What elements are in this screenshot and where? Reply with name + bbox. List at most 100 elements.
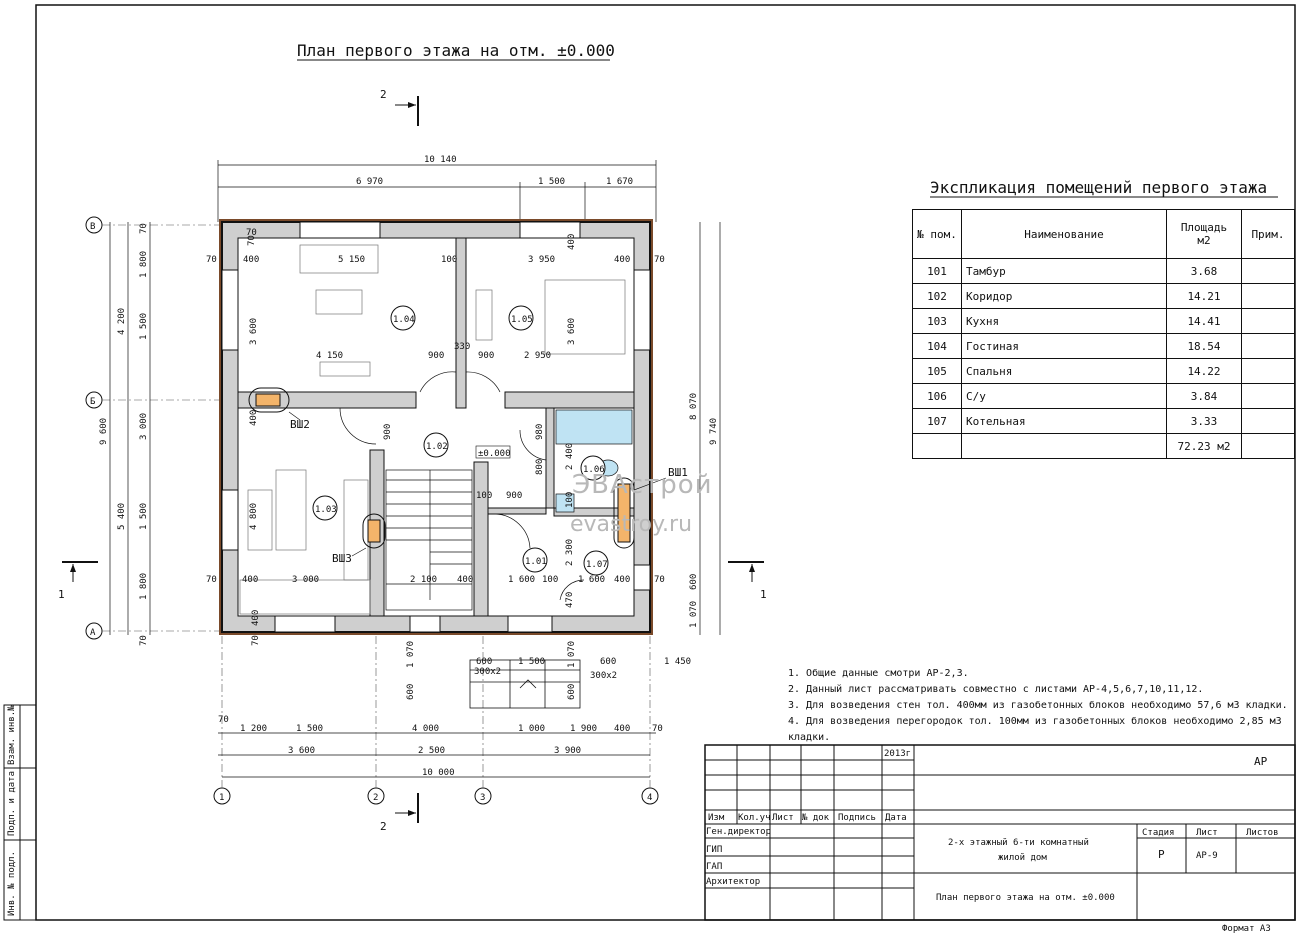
svg-text:1 070: 1 070 [689, 601, 699, 628]
col-number: № пом. [912, 209, 962, 259]
svg-text:100: 100 [476, 491, 492, 501]
svg-text:70: 70 [247, 235, 257, 246]
sheet-frame [35, 4, 1296, 921]
svg-text:3 600: 3 600 [567, 318, 577, 345]
svg-text:Лист: Лист [1196, 828, 1218, 838]
svg-text:2 950: 2 950 [524, 351, 551, 361]
svg-text:100: 100 [542, 575, 558, 585]
dims-right [699, 222, 721, 635]
svg-text:1 200: 1 200 [240, 724, 267, 734]
svg-text:Ген.директор: Ген.директор [706, 827, 771, 837]
svg-text:400: 400 [251, 610, 261, 626]
svg-text:1 500: 1 500 [518, 657, 545, 667]
svg-text:ГИП: ГИП [706, 845, 722, 855]
side-stamp-2: Подп. и дата [7, 771, 17, 836]
svg-text:70: 70 [652, 724, 663, 734]
svg-text:Лист: Лист [772, 813, 794, 823]
svg-text:1 600: 1 600 [508, 575, 535, 585]
level-mark: ±0.000 [478, 449, 511, 459]
svg-text:70: 70 [246, 228, 257, 238]
dim-top-overall: 10 140 [424, 155, 457, 165]
svg-text:70: 70 [139, 635, 149, 646]
svg-text:400: 400 [457, 575, 473, 585]
axis-letters: В Б А [85, 216, 222, 640]
vent-shafts [248, 387, 635, 549]
inner-dims: 70 70 400 5 150 100 3 950 400 70 4 150 9… [206, 228, 699, 646]
svg-text:70: 70 [251, 635, 261, 646]
svg-text:6 970: 6 970 [356, 177, 383, 187]
explication-title: Экспликация помещений первого этажа [930, 178, 1267, 197]
svg-text:900: 900 [478, 351, 494, 361]
svg-text:900: 900 [383, 424, 393, 440]
room-tag-106: 1.06 [583, 465, 605, 475]
svg-text:1: 1 [760, 588, 767, 601]
room-tags: 1.04 1.05 1.02 1.03 1.01 1.06 1.07 [312, 305, 609, 576]
svg-text:Листов: Листов [1246, 828, 1279, 838]
svg-text:600: 600 [689, 574, 699, 590]
svg-text:600: 600 [476, 657, 492, 667]
svg-text:3 600: 3 600 [288, 746, 315, 756]
svg-text:1 500: 1 500 [139, 313, 149, 340]
svg-text:400: 400 [243, 255, 259, 265]
svg-text:Стадия: Стадия [1142, 828, 1175, 838]
svg-text:10 000: 10 000 [422, 768, 455, 778]
svg-text:330: 330 [454, 342, 470, 352]
svg-text:Изм: Изм [708, 813, 725, 823]
svg-text:2 100: 2 100 [410, 575, 437, 585]
room-tag-101: 1.01 [525, 557, 547, 567]
svg-text:1 070: 1 070 [567, 641, 577, 668]
table-total-row: 72.23 м2 [912, 433, 1295, 459]
svg-text:400: 400 [567, 234, 577, 250]
svg-text:800: 800 [535, 459, 545, 475]
porch [469, 659, 581, 709]
svg-text:Б: Б [90, 397, 95, 407]
svg-text:400: 400 [614, 575, 630, 585]
svg-text:8 070: 8 070 [689, 393, 699, 420]
project-line1: 2-х этажный 6-ти комнатный [948, 838, 1089, 848]
shaft-vsh1: ВШ1 [668, 466, 688, 479]
stamp-year: 2013г [884, 749, 911, 759]
col-note: Прим. [1241, 209, 1295, 259]
explication-table: № пом. Наименование Площадь м2 Прим. 101… [912, 209, 1295, 459]
stamp-sheet: АР-9 [1196, 851, 1218, 861]
plan-title: План первого этажа на отм. ±0.000 [297, 41, 615, 60]
svg-text:980: 980 [535, 424, 545, 440]
svg-text:1 800: 1 800 [139, 251, 149, 278]
stamp-stage: Р [1158, 848, 1165, 861]
section-mark-2-top: 2 [380, 88, 419, 126]
room-tag-104: 1.04 [393, 315, 415, 325]
note-3: 3. Для возведения стен тол. 400мм из газ… [788, 700, 1288, 711]
shaft-vsh3: ВШ3 [332, 552, 352, 565]
svg-text:4 000: 4 000 [412, 724, 439, 734]
svg-text:Архитектор: Архитектор [706, 877, 760, 887]
svg-text:70: 70 [206, 575, 217, 585]
watermark-logo: ЭВАстрой [572, 470, 713, 500]
svg-text:100: 100 [565, 492, 575, 508]
svg-text:1 450: 1 450 [664, 657, 691, 667]
svg-text:2: 2 [373, 793, 378, 803]
svg-text:70: 70 [654, 255, 665, 265]
svg-text:1 900: 1 900 [570, 724, 597, 734]
svg-text:400: 400 [242, 575, 258, 585]
dims-left [109, 222, 151, 635]
section-mark-2-bottom: 2 [380, 793, 419, 833]
section-mark-1-right: 1 [728, 561, 767, 601]
svg-text:1 000: 1 000 [518, 724, 545, 734]
svg-text:1 070: 1 070 [406, 641, 416, 668]
side-stamp-1: Взам. инв.№ [7, 705, 17, 765]
svg-text:300x2: 300x2 [590, 671, 617, 681]
watermark-url: evastroy.ru [570, 512, 693, 537]
svg-text:1 670: 1 670 [606, 177, 633, 187]
svg-text:300x2: 300x2 [474, 667, 501, 677]
svg-text:470: 470 [565, 592, 575, 608]
sheet-title: План первого этажа на отм. ±0.000 [936, 893, 1115, 903]
svg-text:3 000: 3 000 [139, 413, 149, 440]
svg-text:600: 600 [567, 684, 577, 700]
col-area: Площадь м2 [1166, 209, 1242, 259]
